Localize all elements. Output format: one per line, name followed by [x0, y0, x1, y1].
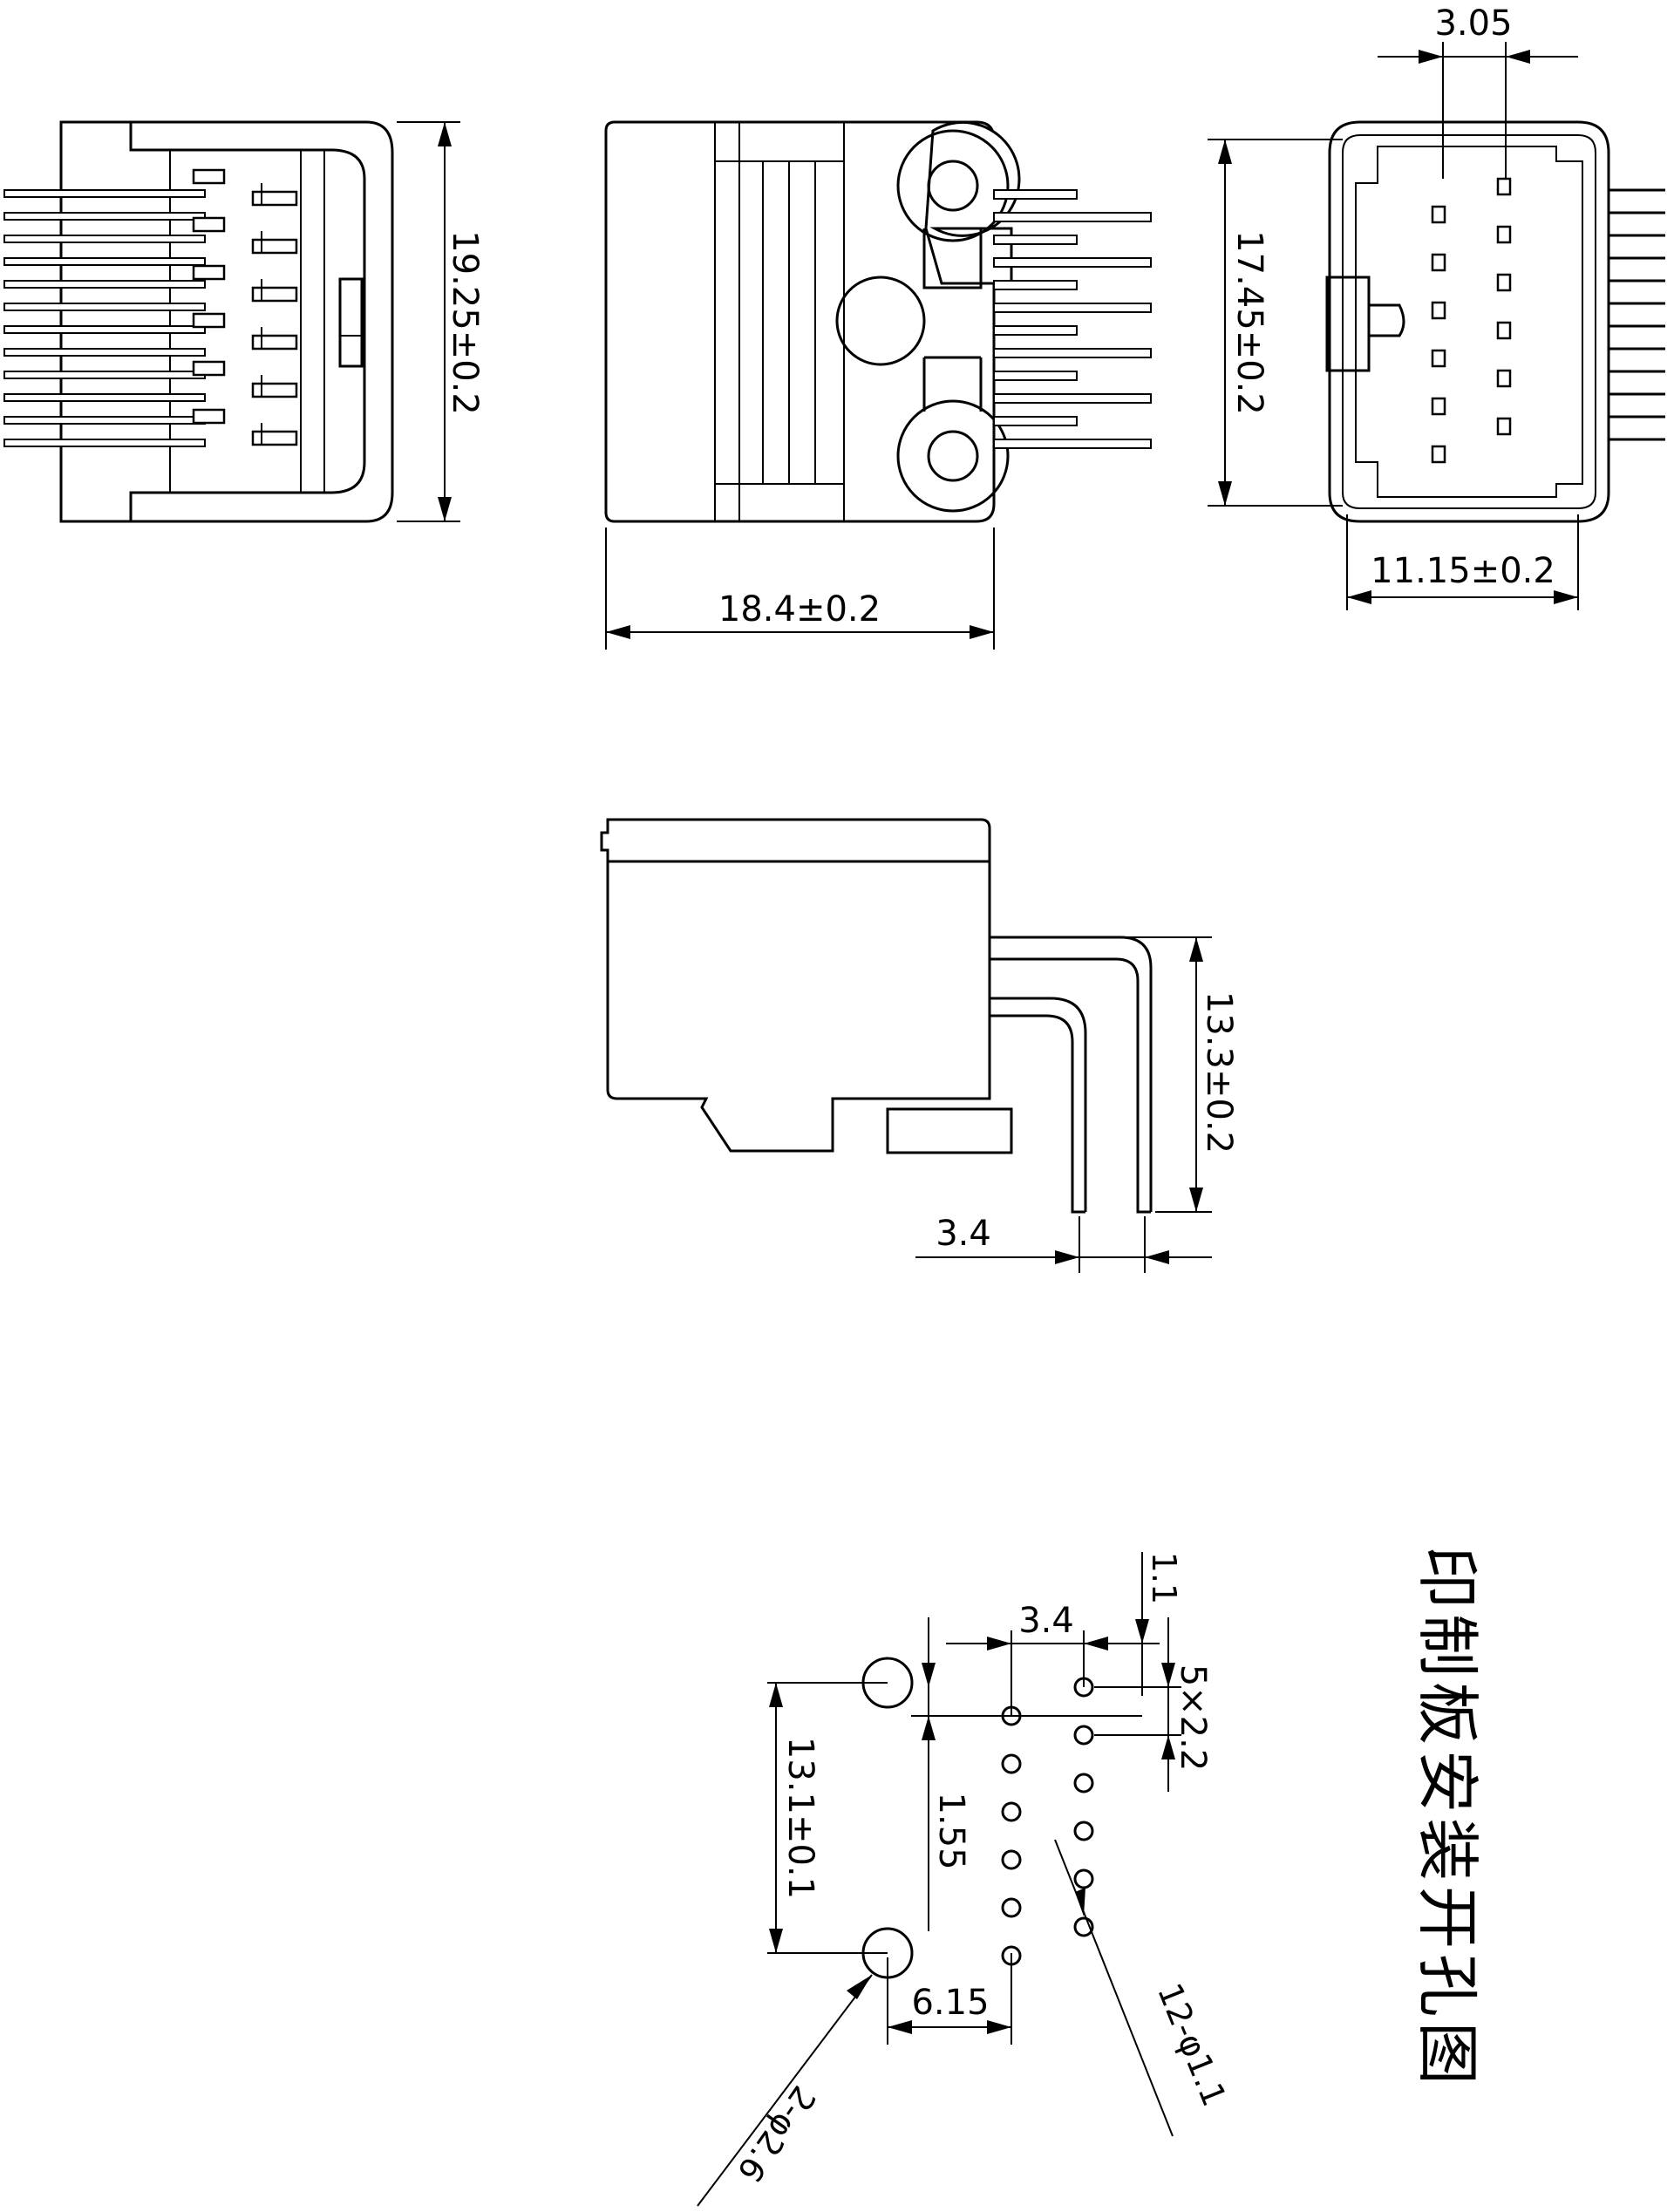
- top-pin-group: [993, 189, 1152, 449]
- top-pin: [993, 325, 1078, 336]
- dim-pcb-mount-span: 13.1±0.1: [767, 1682, 888, 1954]
- front-pitch-label: 3.05: [1434, 3, 1512, 44]
- pcb-mount-x-label: 6.15: [911, 1983, 989, 2023]
- top-pin: [993, 189, 1078, 200]
- front-contact: [1431, 445, 1446, 464]
- rear-contact: [251, 286, 298, 303]
- rear-pin: [3, 393, 206, 402]
- dim-pcb-row-spacing: 3.4: [946, 1601, 1160, 1716]
- front-contact: [1431, 397, 1446, 416]
- pcb-hole-row-a: [1001, 1897, 1022, 1918]
- top-pin: [993, 280, 1078, 290]
- pcb-hole-row-a: [1001, 1849, 1022, 1870]
- dim-pcb-pin-pitch: 5×2.2: [1094, 1617, 1213, 1792]
- rear-pin: [3, 348, 206, 357]
- rear-contact: [192, 264, 226, 281]
- rear-pin: [3, 439, 206, 447]
- side-height-label: 13.3±0.2: [1199, 991, 1239, 1154]
- rear-contact: [192, 216, 226, 233]
- pcb-hole-row-b: [1073, 1868, 1094, 1889]
- pcb-hole-row-a: [1001, 1801, 1022, 1822]
- pcb-mount-span-label: 13.1±0.1: [780, 1737, 820, 1899]
- pcb-mount-holes-label: 2-φ2.6: [730, 2079, 823, 2188]
- rear-contact: [251, 382, 298, 398]
- top-pin: [993, 257, 1152, 268]
- pcb-hole-row-b: [1073, 1773, 1094, 1793]
- rear-height-label: 19.25±0.2: [445, 230, 485, 415]
- rear-contact: [251, 430, 298, 446]
- front-contact: [1431, 253, 1446, 272]
- rear-pin: [3, 189, 206, 198]
- rear-pin: [3, 235, 206, 243]
- front-contact: [1431, 301, 1446, 320]
- front-contact: [1496, 225, 1512, 244]
- dim-front-height: 17.45±0.2: [1208, 139, 1343, 507]
- pcb-hole-group: [1001, 1677, 1094, 1966]
- view-rear: 19.25±0.2: [3, 120, 485, 523]
- rear-contact-group: [192, 168, 298, 446]
- pcb-offset-label: 1.1: [1145, 1552, 1183, 1604]
- front-contact: [1496, 369, 1512, 388]
- front-contact: [1496, 177, 1512, 196]
- dim-side-height: 13.3±0.2: [1125, 936, 1239, 1213]
- top-pin: [993, 439, 1152, 449]
- pcb-mount-offset-label: 1.55: [931, 1792, 971, 1869]
- dim-pcb-mount-offset: 1.55: [911, 1617, 1142, 1931]
- rear-pin: [3, 303, 206, 311]
- dim-front-pitch: 3.05: [1378, 3, 1578, 179]
- dim-pcb-offset: 1.1: [1135, 1552, 1183, 1696]
- rear-contact: [251, 238, 298, 255]
- leader-mount-holes: 2-φ2.6: [697, 1974, 873, 2207]
- rear-contact: [192, 312, 226, 329]
- front-contact: [1496, 273, 1512, 292]
- front-contact: [1431, 349, 1446, 368]
- rear-pin: [3, 280, 206, 289]
- front-contact-group: [1431, 177, 1512, 464]
- pcb-hole-row-b: [1073, 1725, 1094, 1746]
- top-pin: [993, 212, 1152, 222]
- front-contact: [1496, 321, 1512, 340]
- rear-pin: [3, 257, 206, 266]
- pcb-pin-pitch-label: 5×2.2: [1173, 1664, 1213, 1772]
- rear-contact: [192, 408, 226, 425]
- front-contact: [1431, 205, 1446, 224]
- rear-pin-group: [3, 189, 206, 447]
- front-contact: [1496, 417, 1512, 436]
- front-pin-group: [1609, 188, 1665, 441]
- view-front: 3.05 17.45±0.2 11.15±0.2: [1208, 3, 1665, 610]
- pcb-hole-row-a: [1001, 1753, 1022, 1774]
- top-pin: [993, 303, 1152, 313]
- dim-rear-height: 19.25±0.2: [397, 121, 485, 522]
- top-pin: [993, 235, 1078, 245]
- dim-side-pitch: 3.4: [915, 1214, 1212, 1273]
- top-pin: [993, 416, 1078, 426]
- rear-pin: [3, 416, 206, 425]
- top-width-label: 18.4±0.2: [718, 589, 881, 630]
- pcb-hole-row-b: [1073, 1821, 1094, 1841]
- top-pin: [993, 393, 1152, 404]
- view-pcb-layout: 13.1±0.1 1.55 3.4 1.1: [697, 1546, 1484, 2207]
- dim-top-width: 18.4±0.2: [605, 527, 995, 650]
- rear-pin: [3, 371, 206, 379]
- rear-contact: [192, 168, 226, 185]
- rear-pin: [3, 325, 206, 334]
- rear-contact: [251, 334, 298, 351]
- front-height-label: 17.45±0.2: [1229, 230, 1269, 415]
- view-top: 18.4±0.2: [604, 120, 1152, 650]
- front-width-label: 11.15±0.2: [1371, 551, 1555, 591]
- pcb-row-spacing-label: 3.4: [1018, 1601, 1074, 1641]
- pcb-layout-title: 印制板安装开孔图: [1411, 1546, 1484, 2090]
- dim-front-width: 11.15±0.2: [1346, 514, 1579, 610]
- top-pin: [993, 371, 1078, 381]
- top-pin: [993, 348, 1152, 358]
- view-side: 13.3±0.2 3.4: [600, 818, 1239, 1273]
- side-pitch-label: 3.4: [936, 1214, 991, 1254]
- pcb-pin-holes-label: 12-φ1.1: [1150, 1977, 1234, 2111]
- rear-pin: [3, 212, 206, 221]
- rear-contact: [251, 190, 298, 207]
- dim-pcb-mount-x: 6.15: [887, 1953, 1012, 2045]
- rear-contact: [192, 360, 226, 377]
